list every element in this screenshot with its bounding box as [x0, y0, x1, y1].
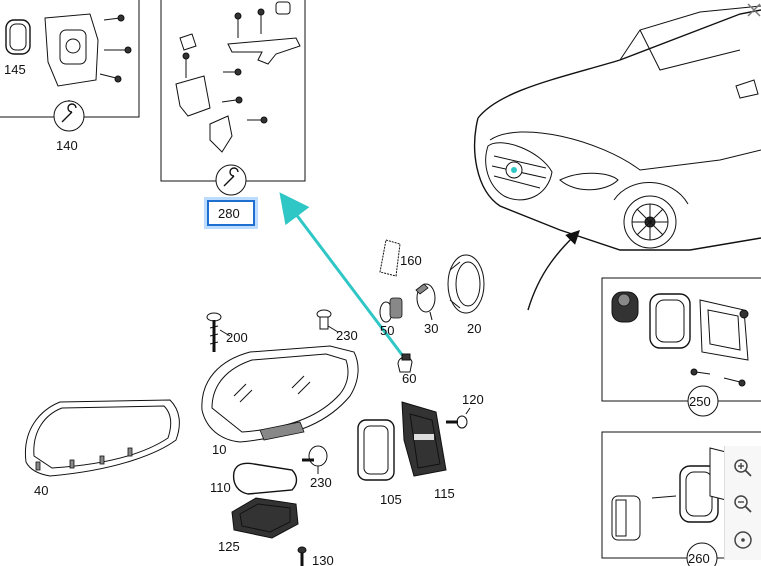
- screw-200: 200: [206, 312, 248, 352]
- bulb-60: 60: [397, 353, 416, 386]
- cover-20: 20: [447, 254, 485, 336]
- callout-60[interactable]: 60: [402, 371, 416, 386]
- gasket-105: 105: [357, 419, 402, 507]
- socket-30: 30: [415, 283, 438, 336]
- bulb-50: 50: [379, 297, 403, 338]
- zoom-in-icon[interactable]: [731, 456, 755, 480]
- headlamp-lens: 40: [24, 399, 180, 498]
- detail-arrow: [527, 230, 580, 311]
- callout-230-bottom[interactable]: 230: [310, 475, 332, 490]
- callout-30[interactable]: 30: [424, 321, 438, 336]
- film-160: 160: [379, 239, 422, 277]
- callout-200[interactable]: 200: [226, 330, 248, 345]
- zoom-toolbar: [724, 446, 761, 560]
- callout-40[interactable]: 40: [34, 483, 48, 498]
- callout-115[interactable]: 115: [434, 486, 455, 501]
- callout-120[interactable]: 120: [462, 392, 484, 407]
- screw-120: 120: [446, 392, 484, 429]
- wrench-icon: [53, 100, 85, 132]
- screw-130: 130: [297, 546, 334, 566]
- callout-110[interactable]: 110: [210, 480, 231, 495]
- inset-250: 250: [601, 277, 761, 417]
- inset-260: 260: [601, 431, 761, 566]
- target-icon[interactable]: [731, 528, 755, 552]
- callout-260[interactable]: 260: [688, 551, 710, 566]
- callout-140[interactable]: 140: [56, 138, 78, 153]
- callout-10[interactable]: 10: [212, 442, 226, 457]
- callout-50[interactable]: 50: [380, 323, 394, 338]
- callout-280-highlight[interactable]: 280: [204, 197, 258, 229]
- callout-125[interactable]: 125: [218, 539, 240, 554]
- headlamp-assembly: 10: [201, 345, 359, 457]
- zoom-out-icon[interactable]: [731, 492, 755, 516]
- module-125: 125: [218, 497, 299, 554]
- close-icon[interactable]: [747, 3, 761, 17]
- gasket-110: 110: [210, 462, 298, 495]
- inset-140: 145 140: [0, 0, 140, 153]
- control-unit-115: 115: [401, 401, 455, 501]
- screw-230-bottom: 230: [302, 445, 332, 490]
- vehicle-outline: [473, 5, 761, 251]
- callout-130[interactable]: 130: [312, 553, 334, 566]
- screw-230-top: 230: [316, 309, 358, 343]
- callout-280[interactable]: 280: [218, 206, 240, 221]
- callout-105[interactable]: 105: [380, 492, 402, 507]
- callout-20[interactable]: 20: [467, 321, 481, 336]
- inset-280: [160, 0, 306, 196]
- callout-230-top[interactable]: 230: [336, 328, 358, 343]
- connector-arrow: [279, 192, 408, 361]
- callout-160[interactable]: 160: [400, 253, 422, 268]
- callout-145[interactable]: 145: [4, 62, 26, 77]
- callout-250[interactable]: 250: [689, 394, 711, 409]
- wrench-icon: [215, 164, 247, 196]
